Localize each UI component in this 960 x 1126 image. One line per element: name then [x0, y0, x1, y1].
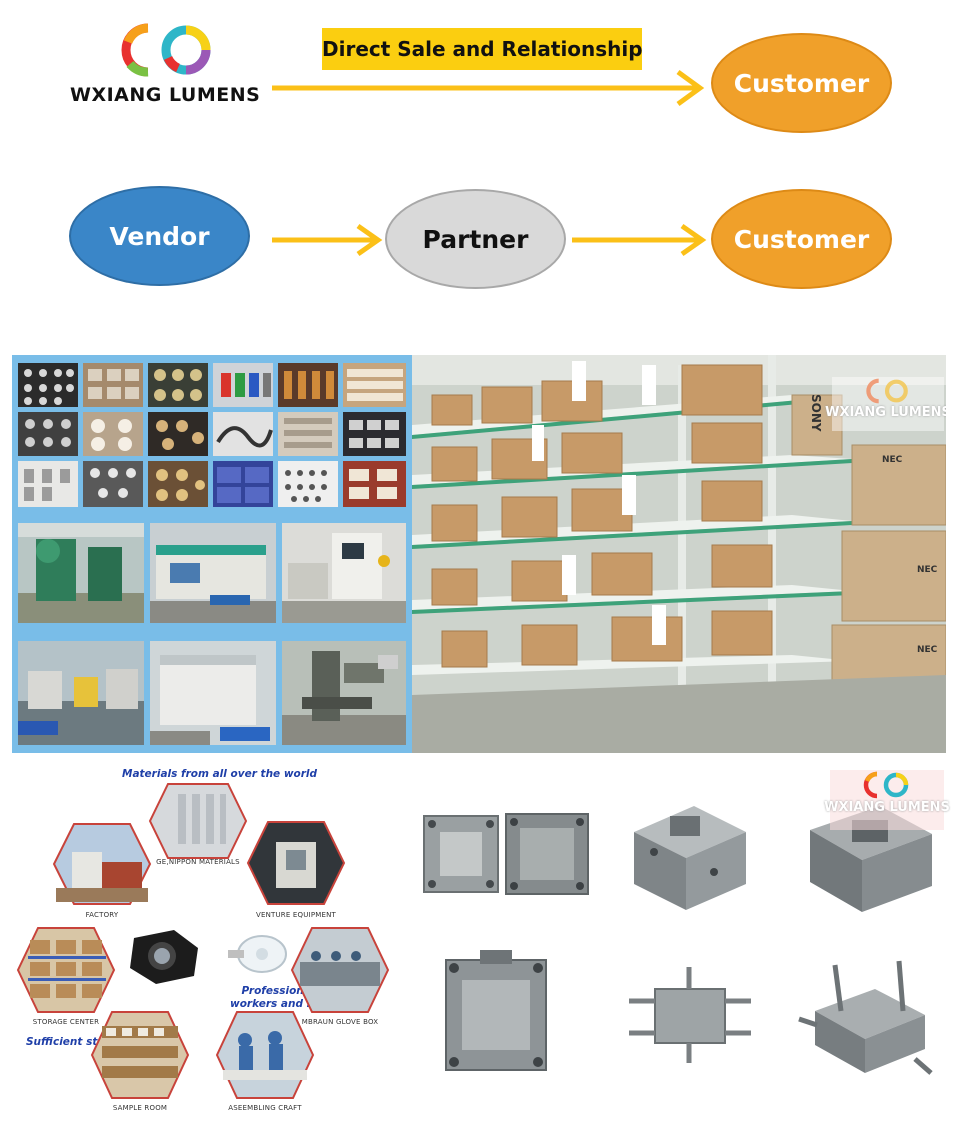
box-label: NEC	[882, 455, 903, 465]
note-stock: Sufficient stock	[26, 1036, 118, 1048]
photo-punch-press	[18, 523, 144, 623]
channel-customer-node: Customer	[711, 189, 892, 289]
direct-sale-banner: Direct Sale and Relationship	[322, 28, 643, 70]
mold-photo-assembled	[634, 806, 746, 910]
photo-components	[278, 412, 338, 456]
vendor-node: Vendor	[69, 186, 250, 286]
watermark-text: WXIANG LUMENS	[825, 405, 946, 420]
hex-photo-sample-room	[90, 1011, 190, 1099]
caption-materials: GE,NIPPON MATERIALS	[156, 858, 240, 866]
lamp-bulb-image	[228, 935, 287, 973]
hex-photo-materials	[148, 783, 248, 859]
brand-name: WXIANG LUMENS	[70, 84, 261, 106]
photo-components	[213, 412, 273, 456]
molds-watermark: WXIANG LUMENS	[824, 770, 950, 830]
caption-sample: SAMPLE ROOM	[112, 1104, 168, 1112]
photo-production-machine	[150, 641, 276, 745]
warehouse-watermark: WXIANG LUMENS	[825, 377, 946, 431]
box-label: NEC	[917, 645, 938, 655]
logo-rings-icon	[863, 771, 909, 799]
photo-components	[83, 363, 143, 407]
brand-logo: WXIANG LUMENS	[70, 20, 270, 115]
direct-flow-arrow-icon	[272, 69, 705, 107]
photo-components	[148, 412, 208, 456]
warehouse-shelves-image	[412, 355, 946, 753]
projector-lamp-image	[130, 930, 198, 984]
photo-injection-machine	[150, 523, 276, 623]
photo-components	[83, 412, 143, 456]
partner-customer-arrow-icon	[572, 223, 707, 257]
photo-components	[83, 461, 143, 507]
logo-rings-icon	[121, 23, 211, 77]
mold-photo-open	[798, 960, 933, 1075]
photo-components	[343, 461, 406, 507]
direct-customer-node: Customer	[711, 33, 892, 133]
photo-assembly-line	[18, 641, 144, 745]
note-materials: Materials from all over the world	[122, 768, 318, 780]
vendor-partner-arrow-icon	[272, 223, 383, 257]
photo-components	[148, 461, 208, 507]
hex-photo-assembling	[215, 1011, 315, 1099]
partner-node: Partner	[385, 189, 566, 289]
caption-factory: FACTORY	[85, 911, 119, 919]
photo-components	[148, 363, 208, 407]
watermark-text: WXIANG LUMENS	[824, 800, 950, 815]
hex-photo-equipment	[246, 821, 346, 905]
photo-components	[18, 363, 78, 407]
box-label: NEC	[917, 565, 938, 575]
box-label: SONY	[809, 394, 823, 432]
photo-components	[343, 363, 406, 407]
mold-photo-pins	[629, 967, 751, 1063]
photo-components	[18, 461, 78, 507]
mold-photo-base	[445, 950, 547, 1071]
photo-components	[213, 363, 273, 407]
photo-cnc-machine	[282, 523, 406, 623]
note-workers-line1: Professional	[241, 985, 315, 997]
warehouse-photo: SONY NEC NEC NEC WXIANG LUMENS	[412, 355, 946, 753]
photo-components	[278, 363, 338, 407]
mold-photo-plates	[423, 813, 589, 895]
photo-milling-machine	[282, 641, 406, 745]
photo-components	[278, 461, 338, 507]
hex-photo-storage	[16, 927, 116, 1013]
caption-glovebox: MBRAUN GLOVE BOX	[301, 1018, 379, 1026]
photo-components	[213, 461, 273, 507]
logo-rings-icon	[866, 378, 908, 404]
factory-photo-grid	[12, 355, 412, 753]
photo-components	[343, 412, 406, 456]
hex-photo-glovebox	[290, 927, 390, 1013]
caption-equipment: VENTURE EQUIPMENT	[255, 911, 337, 919]
caption-storage: STORAGE CENTER	[32, 1018, 100, 1026]
photo-components	[18, 412, 78, 456]
hex-photo-factory	[52, 823, 152, 905]
caption-assembling: ASEEMBLING CRAFT	[228, 1104, 302, 1112]
